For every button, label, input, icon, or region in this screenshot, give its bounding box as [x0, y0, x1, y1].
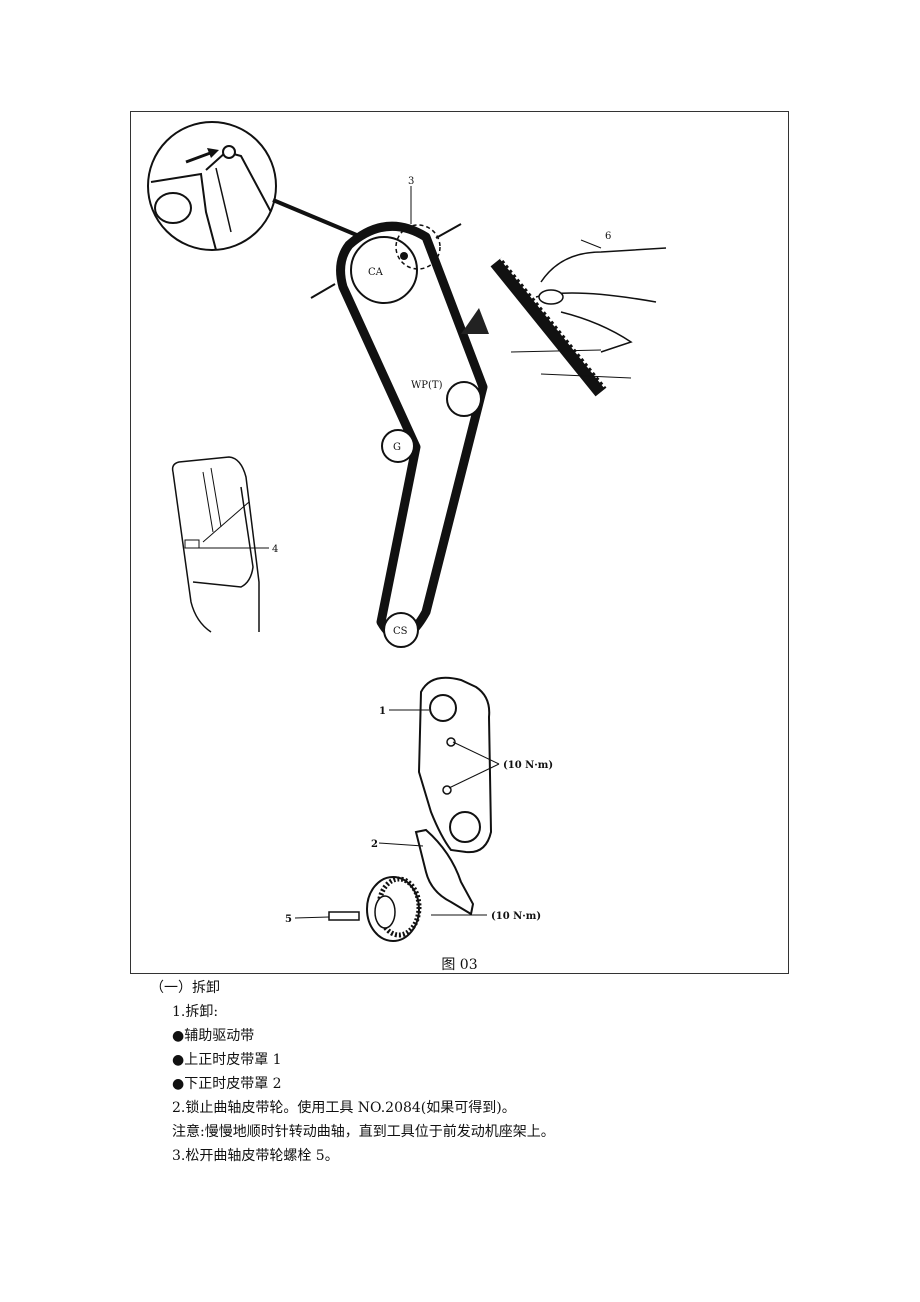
- bullet-aux-belt: ●辅助驱动带: [172, 1028, 255, 1044]
- inset-detail: [147, 121, 277, 251]
- lower-timing-cover: 2: [371, 828, 475, 916]
- crankshaft-pulley-assembly: 5 (10 N·m): [285, 876, 541, 942]
- mark-detail-4: 4: [171, 456, 278, 633]
- figure-caption: 图 03: [441, 957, 478, 973]
- step-3: 3.松开曲轴皮带轮螺栓 5。: [172, 1148, 339, 1164]
- label-ca: CA: [368, 267, 384, 278]
- label-wp: WP(T): [411, 380, 443, 391]
- label-torque-lower: (10 N·m): [491, 911, 541, 922]
- label-2: 2: [371, 839, 378, 850]
- label-3: 3: [408, 176, 414, 187]
- bullet-upper-cover: ●上正时皮带罩 1: [172, 1052, 282, 1068]
- label-4: 4: [272, 544, 278, 555]
- note: 注意:慢慢地顺时针转动曲轴，直到工具位于前发动机座架上。: [172, 1124, 555, 1140]
- water-pump-pulley: WP(T): [411, 380, 482, 417]
- figure-frame: CA 3 WP(T) G CS: [130, 111, 789, 974]
- section-heading: （一）拆卸: [150, 980, 220, 996]
- camshaft-pulley: CA: [350, 224, 441, 304]
- step-2: 2.锁止曲轴皮带轮。使用工具 NO.2084(如果可得到)。: [172, 1100, 516, 1116]
- upper-timing-cover: 1 (10 N·m): [379, 676, 553, 854]
- bolt-5: [328, 911, 360, 921]
- label-6: 6: [605, 231, 611, 242]
- label-5: 5: [285, 914, 292, 925]
- label-torque-upper: (10 N·m): [503, 760, 553, 771]
- timing-belt-diagram: CA 3 WP(T) G CS: [147, 121, 667, 942]
- belt-hand-illustration: 6: [490, 231, 667, 397]
- label-g: G: [393, 442, 401, 453]
- crankshaft-pulley: CS: [383, 612, 419, 648]
- idler-pulley-g: G: [381, 429, 415, 463]
- direction-arrow-icon: [461, 308, 489, 334]
- label-1: 1: [379, 706, 386, 717]
- bullet-lower-cover: ●下正时皮带罩 2: [172, 1076, 282, 1092]
- step-1: 1.拆卸:: [172, 1004, 219, 1020]
- label-cs: CS: [393, 626, 408, 637]
